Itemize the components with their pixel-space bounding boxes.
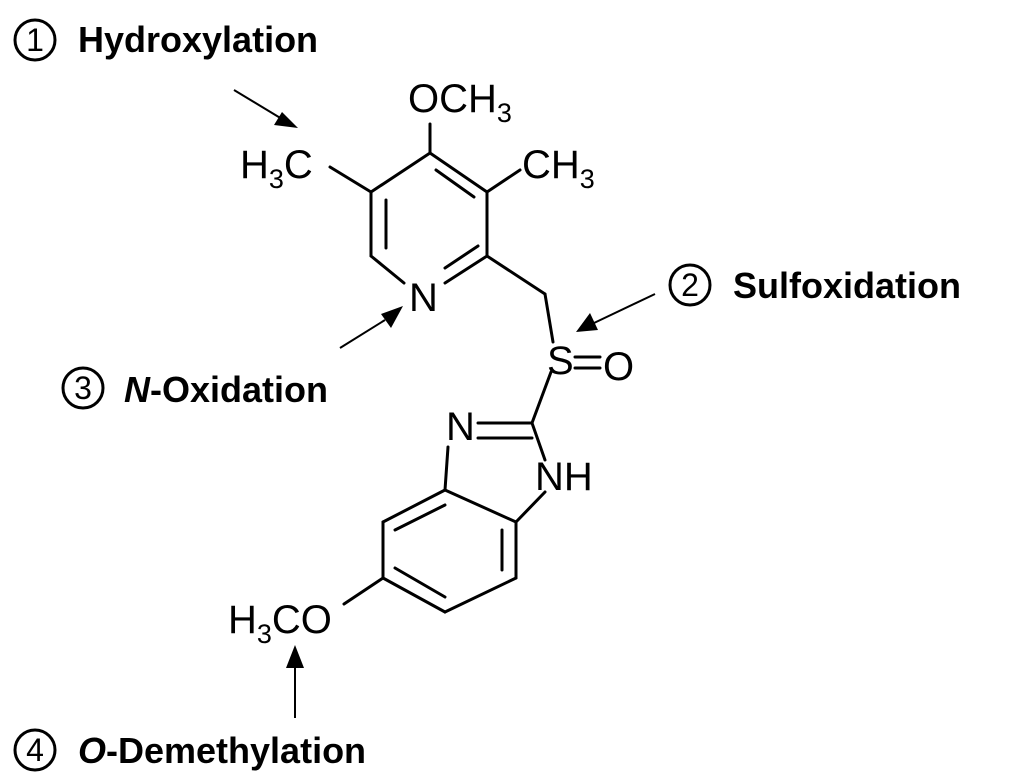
atom-methyl-left: H3C [240, 143, 313, 194]
atom-methoxy-top: OCH3 [408, 77, 512, 128]
site-4-o-demethylation: 4 O-Demethylation [13, 645, 366, 772]
site-arrowhead [274, 112, 298, 128]
site-1-hydroxylation: 1 Hydroxylation [13, 18, 318, 128]
site-2-sulfoxidation: 2 Sulfoxidation [576, 263, 961, 332]
atom-pyridine-n: N [409, 276, 438, 320]
site-number: 4 [26, 732, 44, 768]
site-number-circle [61, 366, 105, 410]
atom-methoxy-bottom: H3CO [228, 598, 332, 649]
site-label: N-Oxidation [124, 369, 328, 410]
molecule-atoms: OCH3 H3C CH3 N S O N NH H3CO [228, 77, 634, 649]
site-label: Hydroxylation [78, 19, 318, 60]
site-arrowhead [381, 306, 403, 328]
atom-sulfoxide-oxygen: O [603, 345, 634, 389]
site-number-circle [13, 728, 57, 772]
site-number-circle [13, 18, 57, 62]
site-arrowhead [286, 645, 304, 668]
site-number-circle [668, 263, 712, 307]
site-number: 1 [26, 22, 44, 58]
site-label: Sulfoxidation [733, 265, 961, 306]
site-arrow [593, 293, 656, 324]
atom-methyl-right: CH3 [522, 143, 595, 194]
site-label: O-Demethylation [78, 730, 366, 771]
atom-sulfur: S [547, 339, 574, 383]
site-arrow [339, 319, 386, 349]
site-3-n-oxidation: 3 N-Oxidation [61, 306, 403, 410]
atom-imidazole-n: N [446, 405, 475, 449]
site-number: 2 [681, 267, 699, 303]
atom-imidazole-nh: NH [535, 455, 593, 499]
molecule-bonds [328, 122, 602, 614]
site-number: 3 [74, 370, 92, 406]
site-arrow [233, 89, 283, 120]
site-arrowhead [576, 313, 598, 332]
